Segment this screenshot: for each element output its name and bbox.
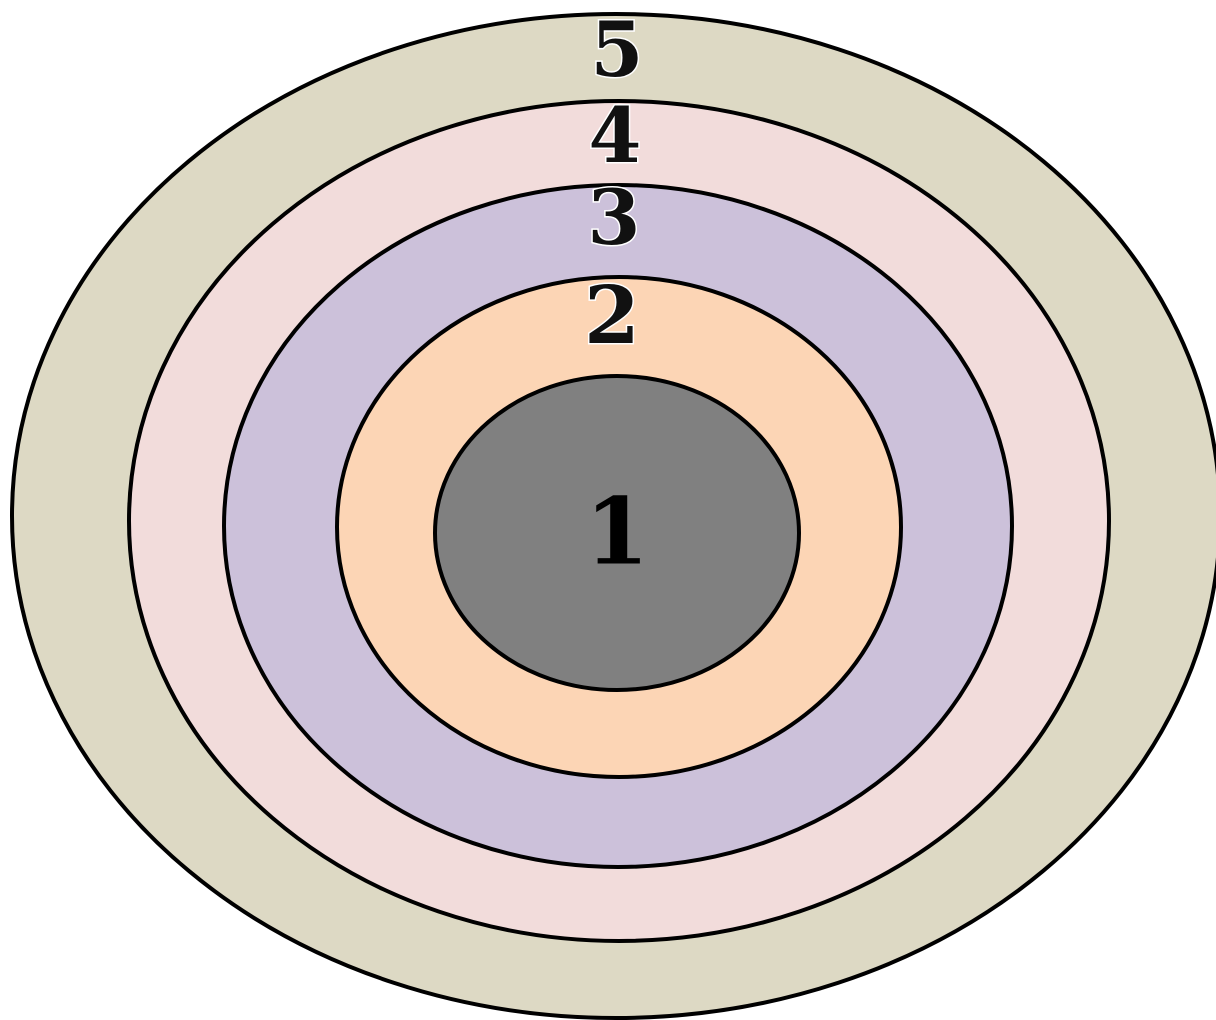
ring-4-label: 4 (589, 91, 642, 180)
ring-3-label: 3 (588, 173, 641, 262)
ring-5-label: 5 (591, 5, 644, 94)
ring-2-label: 2 (584, 268, 640, 362)
ring-1-core (433, 374, 801, 692)
ring-1-ellipse (433, 374, 801, 692)
ring-1-label: 1 (585, 478, 649, 586)
